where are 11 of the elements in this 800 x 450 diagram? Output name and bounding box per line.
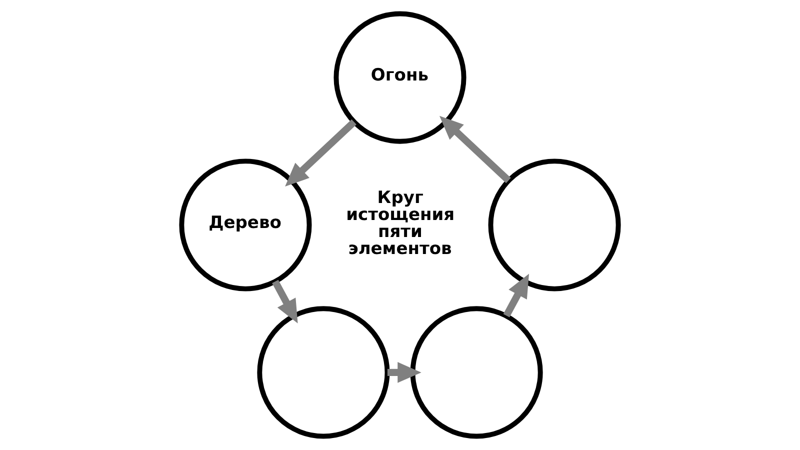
node-circle (257, 306, 390, 439)
node-circle: Огонь (334, 11, 466, 144)
arrow (440, 116, 511, 184)
arrow (285, 119, 356, 187)
node-circle: Дерево (179, 158, 312, 292)
arrow (272, 280, 298, 324)
arrow (503, 274, 530, 318)
label: Круг истощения пяти элементов (346, 188, 455, 260)
node-circle (488, 158, 621, 292)
arrow (387, 362, 422, 383)
node-circle (410, 306, 543, 439)
